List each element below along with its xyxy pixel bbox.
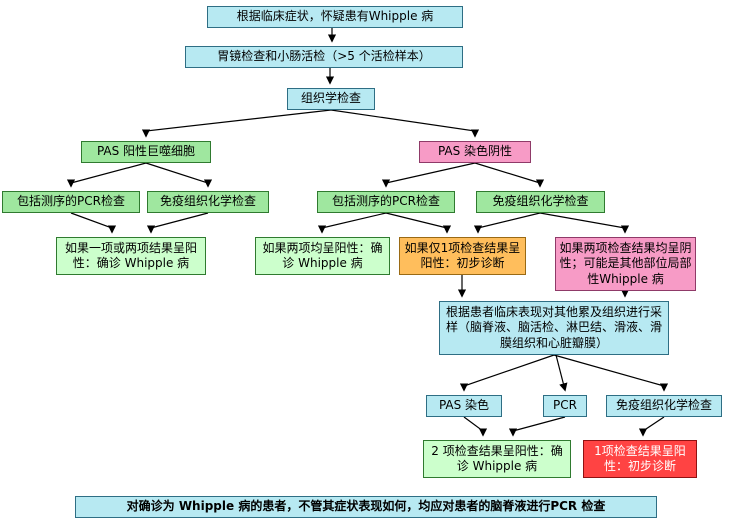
arrow-pasneg-to-pcr-right <box>381 162 476 188</box>
node-one-positive-preliminary: 1项检查结果呈阳性：初步诊断 <box>583 440 697 478</box>
arrow-ihcright-to-onepos <box>473 212 541 234</box>
node-both-negative-localized: 如果两项检查结果均呈阴性；可能是其他部位局部性Whipple 病 <box>555 237 696 291</box>
arrow-sampling-to-pasStain <box>459 354 555 392</box>
node-histology: 组织学检查 <box>287 88 375 110</box>
node-sampling-other-tissues: 根据患者临床表现对其他累及组织进行采样（脑脊液、脑活检、淋巴结、滑液、滑膜组织和… <box>439 301 669 355</box>
arrow-ihc-to-oneprelim <box>638 416 665 437</box>
arrow-sampling-to-pcr <box>555 354 568 392</box>
arrow-pcr-to-twopos <box>508 416 566 437</box>
node-only-one-positive-preliminary: 如果仅1项检查结果呈阳性：初步诊断 <box>399 237 526 275</box>
arrow-histology-to-pas-positive <box>141 109 332 138</box>
arrow-paspos-to-pcr-left <box>66 162 147 188</box>
arrow-pcrright-to-onepos <box>385 212 452 234</box>
footnote-csf-pcr: 对确诊为 Whipple 病的患者，不管其症状表现如何，均应对患者的脑脊液进行P… <box>75 496 657 518</box>
arrow-histology-to-pas-negative <box>330 109 480 138</box>
node-pas-stain-negative: PAS 染色阴性 <box>419 141 531 163</box>
node-pcr-sequencing-right: 包括测序的PCR检查 <box>317 191 455 213</box>
node-endoscopy-biopsy: 胃镜检查和小肠活检（>5 个活检样本） <box>185 46 463 68</box>
node-two-positive-confirm: 2 项检查结果呈阳性：确诊 Whipple 病 <box>423 440 571 478</box>
node-pcr-sequencing-left: 包括测序的PCR检查 <box>2 191 140 213</box>
node-pcr: PCR <box>543 395 587 417</box>
node-pas-positive-macrophages: PAS 阳性巨噬细胞 <box>81 141 211 163</box>
node-immunohistochemistry-right: 免疫组织化学检查 <box>476 191 605 213</box>
arrow-pcrright-to-bothpos <box>317 212 387 234</box>
node-both-positive-confirm: 如果两项均呈阳性：确诊 Whipple 病 <box>255 237 390 275</box>
node-suspect-whipple: 根据临床症状，怀疑患有Whipple 病 <box>207 6 463 28</box>
node-pas-stain: PAS 染色 <box>426 395 502 417</box>
arrow-pcrleft-to-result <box>70 212 117 234</box>
node-immunohistochemistry-left: 免疫组织化学检查 <box>147 191 269 213</box>
arrow-ihcright-to-bothneg <box>539 212 630 234</box>
arrow-pasneg-to-ihc-right <box>474 162 545 188</box>
arrow-sampling-to-ihc <box>553 354 669 392</box>
arrow-pasStain-to-twopos <box>463 416 488 437</box>
node-one-or-two-positive-confirm: 如果一项或两项结果呈阳性：确诊 Whipple 病 <box>56 237 206 275</box>
arrow-ihcleft-to-result <box>146 212 209 234</box>
node-immunohistochemistry-followup: 免疫组织化学检查 <box>606 395 722 417</box>
arrow-paspos-to-ihc-left <box>145 162 213 188</box>
